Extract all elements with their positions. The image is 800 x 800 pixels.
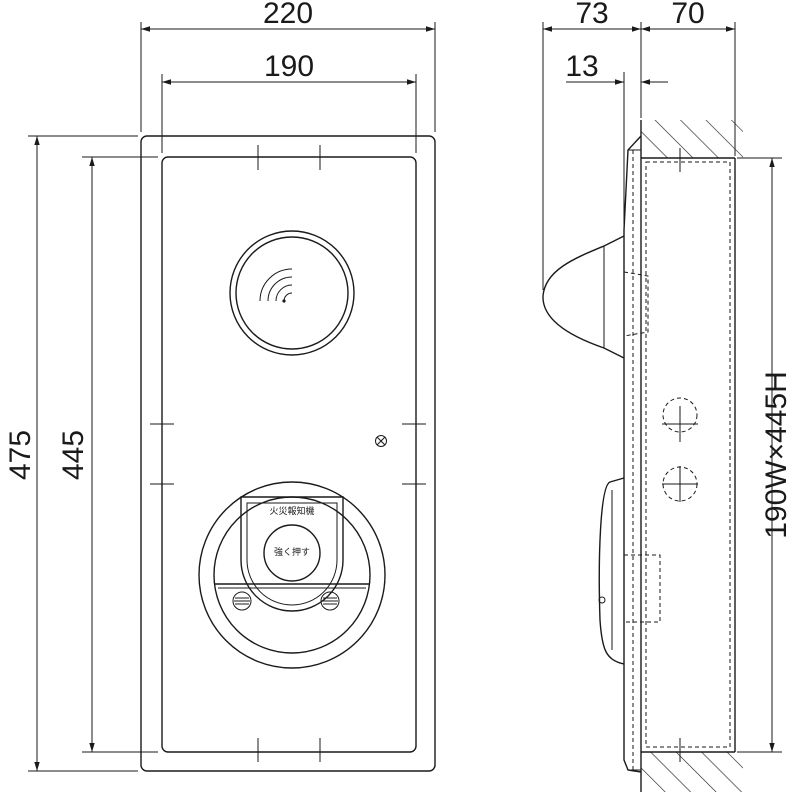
screw-icon bbox=[375, 435, 387, 447]
dim-depth-front: 73 bbox=[542, 0, 642, 290]
wall-hatch-bottom bbox=[641, 752, 743, 792]
lamp-dome-side bbox=[542, 235, 625, 359]
box-size-text: 190W×445H bbox=[760, 371, 793, 539]
outer-width-text: 220 bbox=[263, 0, 313, 30]
dim-depth-back: 70 bbox=[641, 0, 736, 156]
side-view: 73 70 13 190W×445H bbox=[542, 0, 793, 792]
front-view: 火災報知機 強く押す 220 bbox=[4, 0, 436, 772]
dim-panel-width: 190 bbox=[161, 50, 417, 153]
inner-panel bbox=[161, 156, 417, 753]
dim-flange: 13 bbox=[565, 50, 668, 230]
flange-text: 13 bbox=[565, 50, 598, 83]
indicator-lamp-icon bbox=[229, 230, 355, 356]
depth-front-text: 73 bbox=[575, 0, 608, 30]
dim-outer-width: 220 bbox=[140, 0, 436, 132]
knockout-lower bbox=[662, 466, 698, 502]
outer-height-text: 475 bbox=[4, 430, 37, 480]
press-hard-label: 強く押す bbox=[274, 546, 310, 558]
dim-outer-height: 475 bbox=[4, 135, 138, 772]
button-side bbox=[598, 477, 625, 665]
panel-height-text: 445 bbox=[57, 430, 90, 480]
speaker-grille-icon bbox=[232, 591, 340, 611]
alarm-name-label: 火災報知機 bbox=[269, 505, 314, 517]
depth-back-text: 70 bbox=[671, 0, 704, 30]
dim-box-size: 190W×445H bbox=[737, 157, 793, 753]
embedded-box-outline bbox=[645, 161, 731, 748]
alarm-push-button[interactable]: 火災報知機 強く押す bbox=[198, 481, 386, 669]
knockout-upper bbox=[662, 397, 698, 442]
dim-panel-height: 445 bbox=[57, 156, 158, 753]
outer-frame bbox=[140, 135, 436, 772]
wall-hatch-top bbox=[641, 120, 743, 158]
panel-width-text: 190 bbox=[264, 50, 314, 83]
